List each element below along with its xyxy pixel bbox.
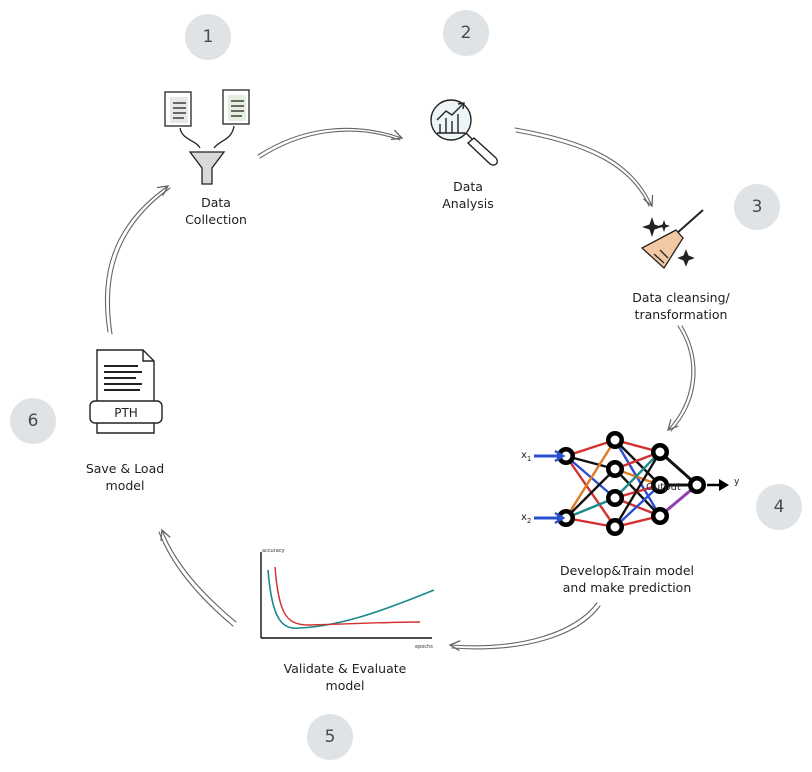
nn-edge [614,451,661,499]
arrow-save-to-collection [104,186,171,335]
data-analysis-icon [430,99,498,166]
red-curve [274,566,421,626]
nn-node-center [610,464,620,474]
nn-edge [564,439,617,519]
nn-node-center [561,451,571,461]
mini-chart-xlabel: epochs [415,644,433,650]
nn-node-center [692,480,702,490]
nn-node-center [610,435,620,445]
data-cleansing-icon [640,209,704,270]
teal-curve [267,569,435,630]
nn-edge [565,455,616,528]
neural-network-icon: x1 x2 Output y [521,431,740,536]
mini-chart-ylabel: accuracy [262,548,285,554]
arrow-cleansing-to-train [668,325,696,432]
input1-label: x1 [521,450,531,463]
step-2-badge: 2 [443,10,489,56]
pth-label: PTH [114,406,138,420]
y-label: y [734,477,740,487]
pth-file-icon: PTH [89,349,163,434]
nn-node-center [610,493,620,503]
nn-edge [613,451,662,528]
step-5-badge: 5 [307,714,353,760]
nn-node-center [655,511,665,521]
arrow-validate-to-save [158,530,237,627]
step-1-badge: 1 [185,14,231,60]
accuracy-chart-icon: accuracy epochs [260,548,435,650]
nn-node-center [561,513,571,523]
nn-node-center [655,480,665,490]
step-3-badge: 3 [734,184,780,230]
nn-node-center [610,522,620,532]
step-3-label: Data cleansing/transformation [632,290,730,322]
arrow-analysis-to-cleansing [514,127,652,206]
data-collection-icon [164,89,250,185]
nn-edge [614,439,661,486]
nn-edge [614,484,661,528]
step-4-badge: 4 [756,484,802,530]
arrow-train-to-validate [450,602,601,649]
input2-label: x2 [521,512,531,525]
arrow-collection-to-analysis [257,127,402,159]
step-6-badge: 6 [10,398,56,444]
output-label: Output [646,482,681,493]
nn-node-center [655,447,665,457]
nn-edge [565,468,616,519]
